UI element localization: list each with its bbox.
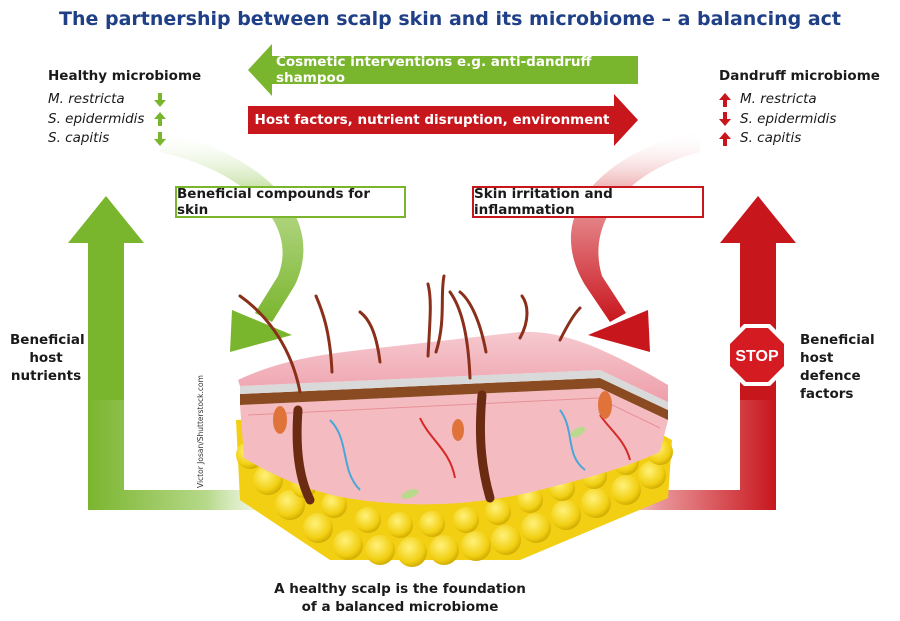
healthy-species-row: M. restricta xyxy=(48,90,166,110)
scalp-skin-illustration xyxy=(236,274,673,567)
beneficial-host-nutrients-label: Beneficial host nutrients xyxy=(10,331,85,385)
healthy-species-list: M. restricta S. epidermidis S. capitis xyxy=(48,90,166,149)
page-title: The partnership between scalp skin and i… xyxy=(58,8,842,30)
dandruff-species-row: S. epidermidis xyxy=(719,110,836,130)
healthy-species-row: S. epidermidis xyxy=(48,110,166,130)
label-line: Beneficial xyxy=(800,332,875,348)
species-name: S. epidermidis xyxy=(48,110,145,127)
label-line: factors xyxy=(800,386,854,402)
species-name: M. restricta xyxy=(48,91,125,107)
nutrients-arrow xyxy=(68,196,305,510)
species-name: M. restricta xyxy=(740,91,817,107)
label-line: Beneficial xyxy=(10,332,85,348)
healthy-microbiome-heading: Healthy microbiome xyxy=(48,68,202,84)
stop-sign-text: STOP xyxy=(735,348,779,365)
dandruff-species-row: S. capitis xyxy=(719,129,836,149)
cosmetic-interventions-label: Cosmetic interventions e.g. anti-dandruf… xyxy=(276,54,592,86)
image-credit: Victor Josan/Shutterstock.com xyxy=(196,375,205,488)
species-name: S. capitis xyxy=(740,130,802,146)
up-arrow-icon xyxy=(719,92,731,107)
down-arrow-icon xyxy=(154,131,166,146)
stop-sign xyxy=(726,324,788,386)
label-line: host xyxy=(29,350,63,366)
skin-irritation-box: Skin irritation and inflammation xyxy=(472,186,704,218)
dandruff-species-list: M. restricta S. epidermidis S. capitis xyxy=(719,90,836,149)
label-line: host defence xyxy=(800,350,861,384)
beneficial-compounds-box: Beneficial compounds for skin xyxy=(175,186,406,218)
down-arrow-icon xyxy=(719,112,731,127)
host-factors-label: Host factors, nutrient disruption, envir… xyxy=(254,112,610,128)
caption-line: A healthy scalp is the foundation xyxy=(274,581,526,597)
beneficial-host-defence-label: Beneficial host defence factors xyxy=(800,331,898,403)
up-arrow-icon xyxy=(154,112,166,127)
healthy-species-row: S. capitis xyxy=(48,129,166,149)
label-line: nutrients xyxy=(10,368,82,384)
host-factors-banner-arrow xyxy=(248,94,638,146)
fat-cells xyxy=(236,439,673,567)
irritation-curve-arrow xyxy=(570,130,700,352)
species-name: S. epidermidis xyxy=(740,110,837,127)
up-arrow-icon xyxy=(719,131,731,146)
caption-line: of a balanced microbiome xyxy=(301,599,499,615)
beneficial-curve-arrow xyxy=(160,130,304,352)
dandruff-species-row: M. restricta xyxy=(719,90,836,110)
down-arrow-icon xyxy=(154,92,166,107)
dandruff-microbiome-heading: Dandruff microbiome xyxy=(719,68,880,84)
species-name: S. capitis xyxy=(48,130,110,146)
figure-caption: A healthy scalp is the foundation of a b… xyxy=(250,580,550,616)
cosmetic-banner-arrow xyxy=(248,44,638,96)
